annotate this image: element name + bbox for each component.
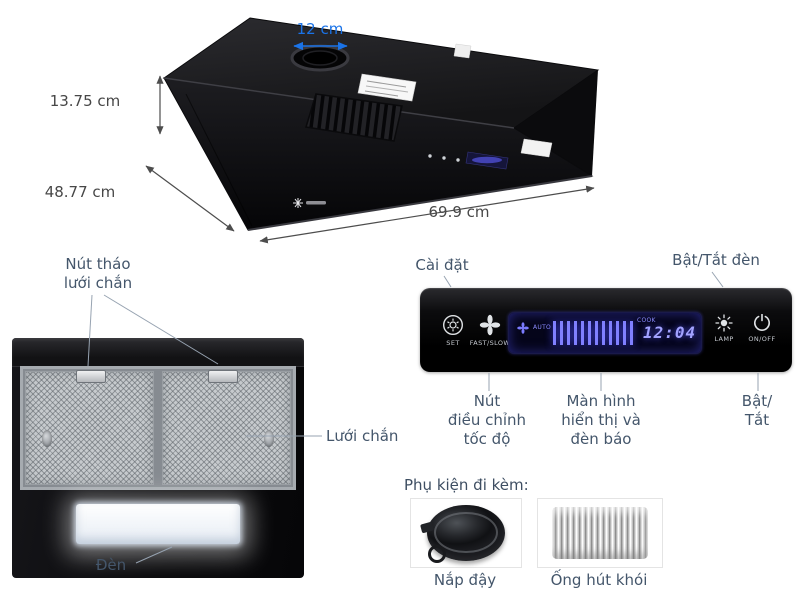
led-display: AUTO COOK 12:04 bbox=[508, 312, 702, 354]
accessories-title: Phụ kiện đi kèm: bbox=[404, 476, 529, 494]
power-icon bbox=[754, 314, 770, 331]
display-clock: 12:04 bbox=[643, 323, 697, 342]
hood-isometric-view bbox=[162, 17, 600, 231]
lamp-icon bbox=[715, 314, 733, 332]
set-gear-icon bbox=[442, 314, 464, 336]
grease-filter-right bbox=[162, 371, 291, 485]
hood-right-face bbox=[514, 70, 598, 176]
fan-icon bbox=[479, 314, 501, 336]
accessory-name-cap: Nắp đậy bbox=[433, 571, 497, 589]
label-light-toggle: Bật/Tắt đèn bbox=[672, 251, 760, 269]
filter-frame bbox=[20, 366, 296, 490]
label-display: Màn hình hiển thị và đèn báo bbox=[561, 392, 641, 448]
mini-control-strip bbox=[428, 138, 553, 170]
grease-filter-left bbox=[25, 371, 154, 485]
set-button: SET bbox=[434, 314, 472, 347]
lamp-button-label: LAMP bbox=[714, 335, 734, 343]
lamp-button: LAMP bbox=[706, 314, 742, 343]
hood-lamp bbox=[76, 504, 240, 544]
filter-handle-right bbox=[264, 430, 274, 447]
vent-grille bbox=[305, 93, 403, 142]
fan-button-label: FAST/SLOW bbox=[469, 339, 511, 347]
display-fan-icon bbox=[517, 322, 529, 334]
hood-top-band bbox=[12, 338, 304, 367]
display-cook-text: COOK bbox=[637, 317, 656, 324]
dim-vent-diameter: 12 cm bbox=[296, 20, 344, 38]
duct-illustration bbox=[552, 507, 648, 559]
label-settings: Cài đặt bbox=[415, 256, 469, 274]
label-lamp: Đèn bbox=[95, 556, 127, 574]
hood-front-view bbox=[12, 338, 304, 578]
accessory-box-cap bbox=[410, 498, 522, 568]
label-power-toggle: Bật/ Tắt bbox=[741, 392, 773, 429]
set-button-label: SET bbox=[446, 339, 460, 347]
label-filter: Lưới chắn bbox=[326, 427, 399, 445]
cap-illustration bbox=[420, 505, 505, 563]
filter-release-latch-left bbox=[76, 370, 106, 383]
control-panel: SET FAST/SLOW bbox=[420, 288, 792, 372]
dim-height: 13.75 cm bbox=[49, 92, 121, 110]
label-filter-release: Nút tháo lưới chắn bbox=[63, 255, 133, 292]
display-speed-bars bbox=[553, 321, 637, 345]
barcode-sticker bbox=[357, 73, 417, 102]
power-button-label: ON/OFF bbox=[748, 335, 776, 343]
accessory-box-duct bbox=[537, 498, 663, 568]
small-sticker bbox=[453, 43, 472, 59]
label-speed-control: Nút điều chỉnh tốc độ bbox=[447, 392, 527, 448]
accessory-name-duct: Ống hút khói bbox=[550, 571, 648, 589]
filter-handle-left bbox=[42, 430, 52, 447]
dim-width: 69.9 cm bbox=[428, 203, 490, 221]
dim-depth: 48.77 cm bbox=[44, 183, 116, 201]
display-auto-text: AUTO bbox=[533, 324, 552, 331]
power-button: ON/OFF bbox=[742, 314, 782, 343]
filter-release-latch-right bbox=[208, 370, 238, 383]
fan-speed-button: FAST/SLOW bbox=[466, 314, 514, 347]
